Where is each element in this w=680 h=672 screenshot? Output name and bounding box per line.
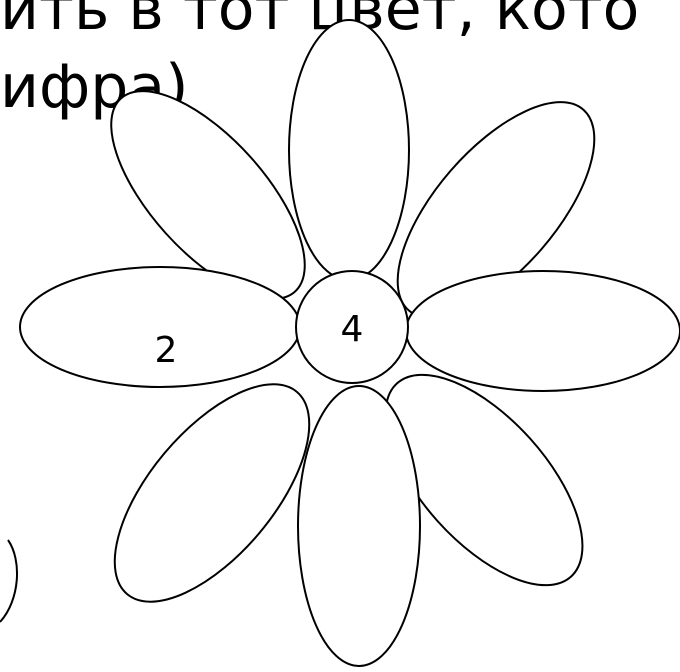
petal-bottom xyxy=(298,386,420,666)
flower-center-number: 4 xyxy=(341,309,364,350)
partial-petal-left-edge xyxy=(0,540,17,622)
petal-right xyxy=(406,271,680,391)
left-petal-number: 2 xyxy=(155,330,178,371)
petal-top xyxy=(289,20,409,280)
